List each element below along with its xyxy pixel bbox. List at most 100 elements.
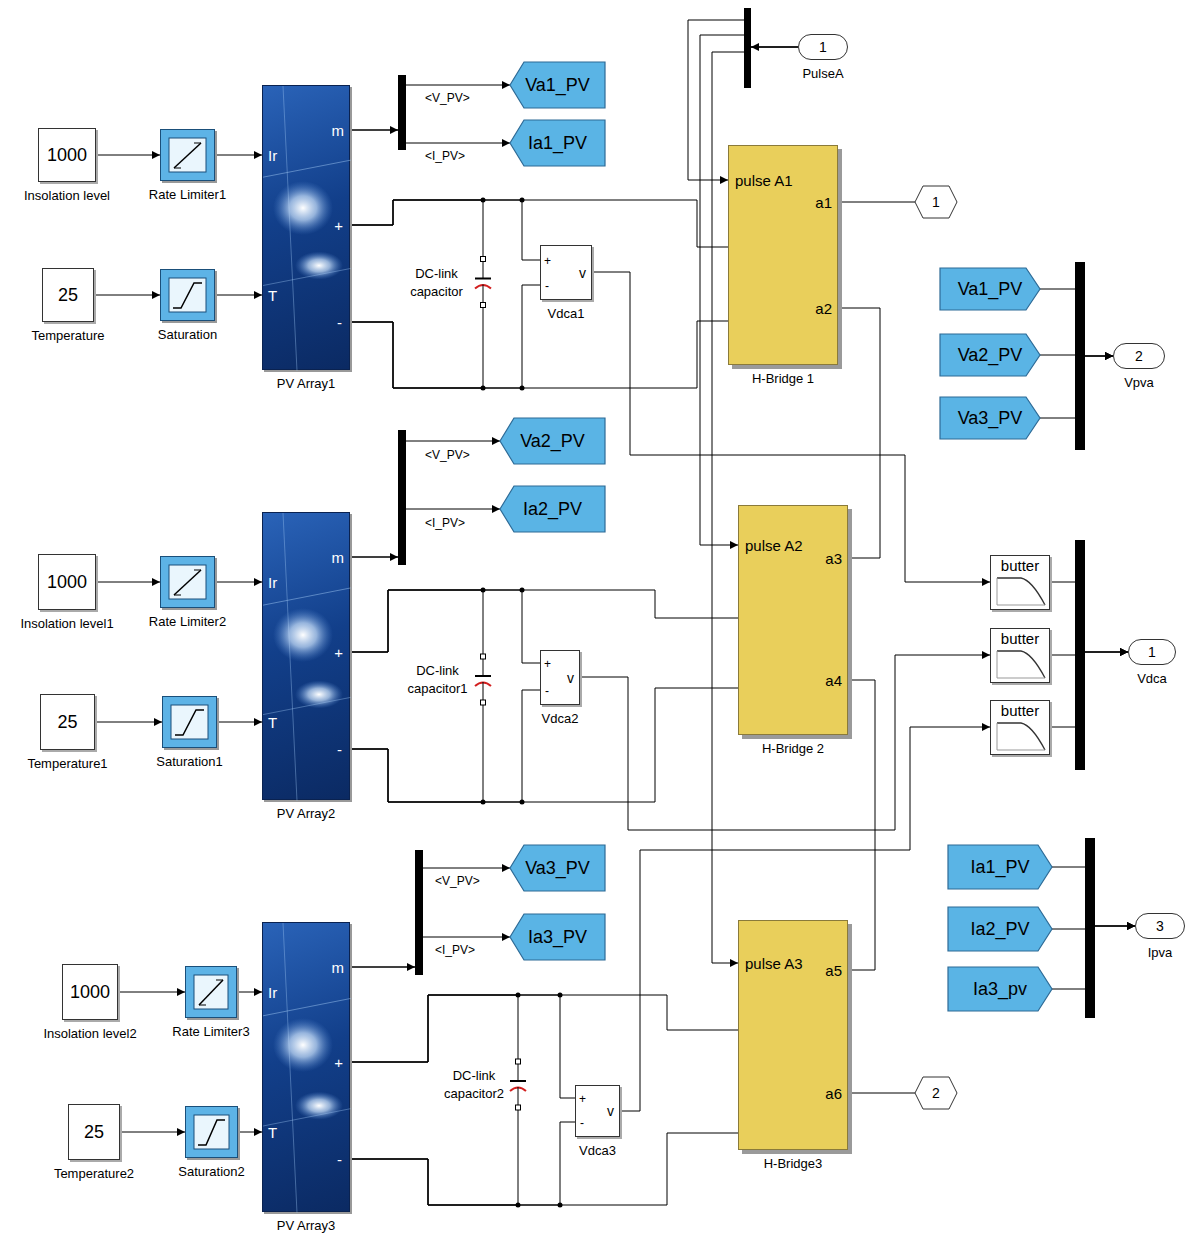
block-name: PulseA [802, 65, 843, 83]
port-label: + [334, 217, 343, 235]
port-block: 1Vdca [1128, 639, 1176, 665]
block-value: Ia1_PV [528, 134, 587, 152]
dc-link-capacitor: DC-link capacitor [400, 235, 495, 330]
port-label: v [567, 669, 574, 687]
power-wire [350, 995, 575, 1205]
port-label: a2 [815, 300, 832, 318]
from-tag: Ia3_pv [948, 967, 1052, 1011]
block-name: Saturation1 [156, 753, 223, 771]
block-name: H-Bridge 2 [762, 740, 824, 758]
port-label: a1 [815, 194, 832, 212]
power-wire [838, 202, 915, 203]
power-wire [350, 590, 483, 802]
rate-limiter-block: Rate Limiter2 [160, 556, 215, 608]
h-bridge-block: pulse A2a3a4H-Bridge 2 [738, 505, 848, 735]
port-label: pulse A1 [735, 172, 793, 190]
rate-limiter-block: Rate Limiter3 [185, 966, 237, 1018]
signal-line [215, 295, 262, 296]
block-icon [402, 625, 497, 735]
block-name: Vdca2 [542, 710, 579, 728]
signal-line [1050, 652, 1128, 727]
goto-tag: Va3_PV [510, 845, 605, 891]
signal-line [1052, 926, 1135, 989]
component-name: DC-link capacitor2 [440, 1067, 508, 1103]
signal-name: <V_PV> [435, 874, 480, 888]
block-name: PV Array3 [277, 1217, 336, 1235]
component-name: DC-link capacitor [400, 265, 473, 301]
block-value: 1 [932, 193, 940, 211]
block-name: Saturation [158, 326, 217, 344]
block-icon [161, 557, 216, 609]
port-label: - [545, 682, 549, 700]
component-name: DC-link capacitor1 [402, 662, 473, 698]
block-name: Insolation level [24, 187, 110, 205]
block-value: 1 [1148, 643, 1156, 661]
signal-line [350, 85, 510, 130]
constant-block: 25Temperature2 [68, 1104, 120, 1160]
block-name: Rate Limiter1 [149, 186, 226, 204]
voltage-measurement-block: +-vVdca1 [540, 245, 592, 300]
pv-array-block: IrTm+-PV Array1 [262, 85, 350, 370]
signal-line [1040, 289, 1113, 356]
port-label: T [268, 287, 277, 305]
power-wire [350, 995, 738, 1205]
port-label: a3 [825, 550, 842, 568]
port-label: Ir [268, 147, 277, 165]
block-name: Saturation2 [178, 1163, 245, 1181]
power-wire [350, 590, 738, 802]
constant-block: 1000Insolation level2 [62, 964, 118, 1020]
block-value: 1000 [47, 146, 87, 164]
port-label: a4 [825, 672, 842, 690]
block-value: Va2_PV [520, 432, 585, 450]
signal-line [94, 295, 160, 296]
port-label: m [332, 122, 345, 140]
port-label: Ir [268, 984, 277, 1002]
signal-line [96, 582, 160, 583]
power-wire [350, 200, 540, 388]
block-name: Insolation level2 [43, 1025, 136, 1043]
constant-block: 1000Insolation level1 [38, 554, 96, 610]
power-wire [350, 995, 518, 1205]
block-value: 1 [819, 38, 827, 56]
signal-line [95, 722, 162, 723]
block-value: butter [1001, 630, 1039, 648]
block-value: 25 [58, 286, 78, 304]
block-name: Vdca [1137, 670, 1167, 688]
saturation-block: Saturation [160, 269, 215, 321]
port-label: Ir [268, 574, 277, 592]
signal-line [1052, 867, 1135, 926]
block-name: Vdca3 [579, 1142, 616, 1160]
h-bridge-block: pulse A1a1a2H-Bridge 1 [728, 145, 838, 365]
signal-name: <V_PV> [425, 91, 470, 105]
block-value: 1000 [47, 573, 87, 591]
connection-port: 2 [915, 1077, 957, 1109]
signal-line [215, 155, 262, 156]
block-value: Ia3_PV [528, 928, 587, 946]
signal-line [350, 868, 510, 967]
signal-name: <V_PV> [425, 448, 470, 462]
constant-block: 1000Insolation level [38, 128, 96, 182]
from-tag: Va2_PV [940, 334, 1040, 376]
block-name: Vdca1 [548, 305, 585, 323]
block-name: H-Bridge 1 [752, 370, 814, 388]
port-label: - [337, 314, 342, 332]
block-value: 3 [1156, 917, 1164, 935]
port-label: + [334, 644, 343, 662]
signal-line [1050, 582, 1128, 652]
block-icon [161, 130, 216, 182]
block-icon [161, 270, 216, 322]
block-value: butter [1001, 702, 1039, 720]
block-name: Temperature2 [54, 1165, 134, 1183]
block-value: Ia1_PV [970, 858, 1029, 876]
block-value: Va3_PV [525, 859, 590, 877]
block-value: Va1_PV [525, 76, 590, 94]
voltage-measurement-block: +-vVdca3 [575, 1085, 620, 1137]
block-name: Temperature [32, 327, 105, 345]
port-label: + [579, 1090, 586, 1108]
signal-name: <I_PV> [425, 149, 465, 163]
signal-line [350, 937, 510, 967]
block-icon [400, 235, 495, 330]
block-name: PV Array1 [277, 375, 336, 393]
port-block: 2Vpva [1113, 343, 1165, 369]
block-value: 2 [932, 1084, 940, 1102]
